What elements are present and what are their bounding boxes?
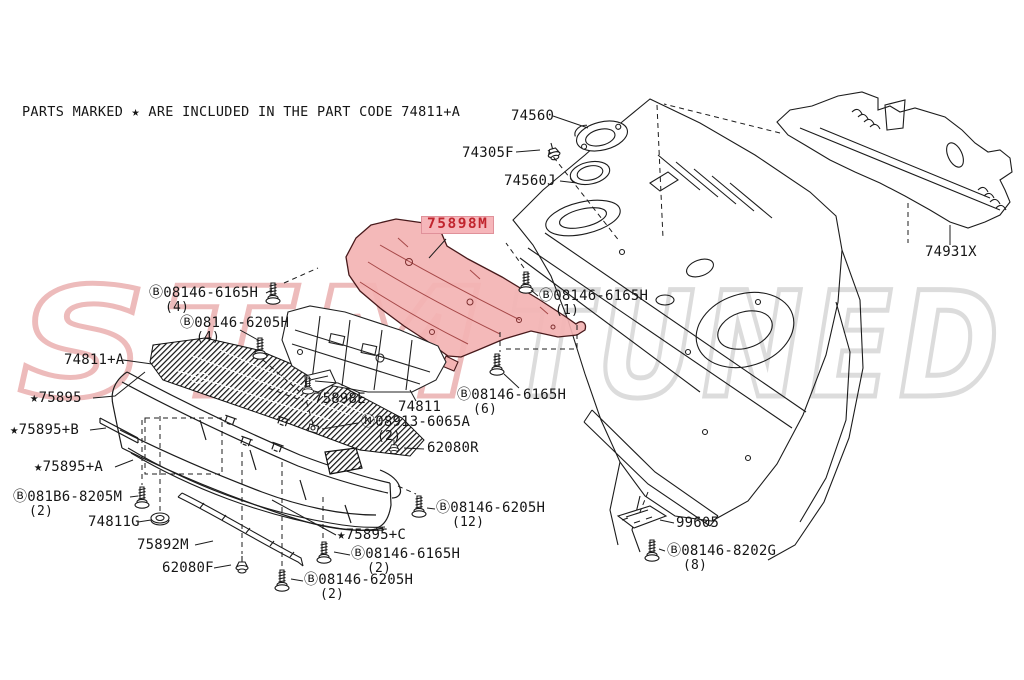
fasteners — [134, 271, 660, 592]
label-08146-8202g[interactable]: Ⓑ08146-8202G(8) — [667, 543, 777, 573]
label-08146-6205h-4[interactable]: Ⓑ08146-6205H(4) — [180, 315, 290, 345]
front-bumper-fascia — [99, 371, 402, 531]
watermark-right: TUNED — [508, 261, 1006, 431]
part-74811-cover — [281, 305, 447, 393]
label-62080r[interactable]: 62080R — [427, 440, 479, 456]
leader-lines — [89, 115, 951, 582]
molding-75892m — [177, 492, 304, 567]
label-74811g[interactable]: 74811G — [88, 514, 140, 530]
clip-74305f — [544, 140, 562, 162]
label-08146-6165h-1[interactable]: Ⓑ08146-6165H(1) — [539, 288, 649, 318]
label-62080f[interactable]: 62080F — [162, 560, 214, 576]
label-08146-6165h-6[interactable]: Ⓑ08146-6165H(6) — [457, 387, 567, 417]
part-99605-bracket — [616, 505, 668, 529]
dashed-lines — [141, 103, 909, 568]
bumper-clip — [269, 441, 285, 454]
label-081b6-8205m[interactable]: Ⓑ081B6-8205M(2) — [13, 489, 123, 519]
part-74560j — [569, 160, 611, 186]
label-08913-6065a[interactable]: Ⓝ08913-6065A(2) — [361, 414, 471, 444]
label-74811[interactable]: 74811 — [398, 399, 442, 415]
rear-body-structure — [512, 98, 864, 561]
label-75892m[interactable]: 75892M — [137, 537, 189, 553]
label-75898m-highlighted[interactable]: 75898M — [421, 216, 495, 235]
label-08146-6205h-2[interactable]: Ⓑ08146-6205H(2) — [304, 572, 414, 602]
label-74560j[interactable]: 74560J — [504, 173, 556, 189]
label-08146-6205h-12[interactable]: Ⓑ08146-6205H(12) — [436, 500, 546, 530]
label-99605[interactable]: 99605 — [676, 515, 720, 531]
label-74305f[interactable]: 74305F — [462, 145, 514, 161]
label-74560[interactable]: 74560 — [511, 108, 555, 124]
label-74931x[interactable]: 74931X — [925, 244, 977, 260]
label-08146-6165h-2[interactable]: Ⓑ08146-6165H(2) — [351, 546, 461, 576]
label-75895b[interactable]: ★75895+B — [10, 422, 80, 438]
header-note: PARTS MARKED ★ ARE INCLUDED IN THE PART … — [22, 104, 461, 120]
label-75898e[interactable]: 75898E — [314, 391, 366, 407]
nut-clip-08913 — [307, 423, 320, 434]
label-75895c[interactable]: ★75895+C — [337, 527, 407, 543]
label-75895a[interactable]: ★75895+A — [34, 459, 104, 475]
highlighted-part-75898m[interactable] — [345, 218, 587, 372]
label-08146-6165h-4[interactable]: Ⓑ08146-6165H(4) — [149, 285, 259, 315]
clip-62080f — [235, 555, 249, 574]
grommet-74811g — [150, 512, 170, 526]
part-74560 — [574, 120, 629, 152]
molding-75895a — [127, 447, 386, 532]
part-74931x — [776, 91, 1013, 229]
label-74811a[interactable]: 74811+A — [64, 352, 125, 368]
label-75895[interactable]: ★75895 — [30, 390, 82, 406]
